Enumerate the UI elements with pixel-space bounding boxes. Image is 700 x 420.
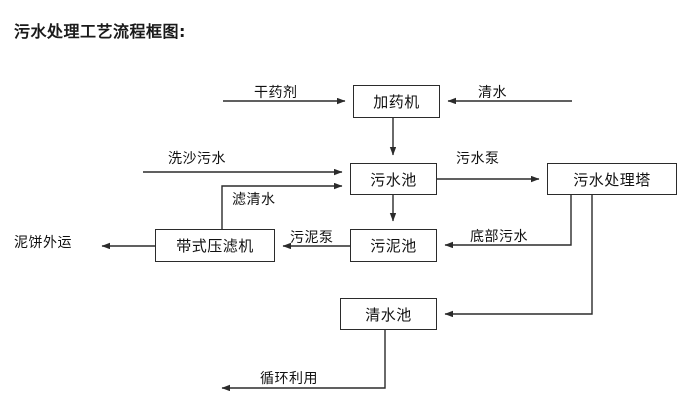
node-label: 带式压滤机 — [176, 237, 254, 255]
edge-label-bottom-sewage: 底部污水 — [470, 229, 528, 245]
edge-label-filtrate-water: 滤清水 — [232, 192, 276, 208]
node-label: 污水处理塔 — [573, 170, 651, 189]
page-title: 污水处理工艺流程框图: — [14, 22, 186, 41]
terminal-label-mud-cake-transport: 泥饼外运 — [14, 235, 72, 251]
node-clear-water-pool[interactable]: 清水池 — [340, 298, 437, 330]
node-sludge-pool[interactable]: 污泥池 — [350, 229, 437, 262]
node-treatment-tower[interactable]: 污水处理塔 — [547, 163, 677, 195]
node-belt-filter-press[interactable]: 带式压滤机 — [155, 229, 275, 262]
terminal-label-dry-agent: 干药剂 — [254, 85, 298, 101]
terminal-label-wash-sand-sewage: 洗沙污水 — [168, 151, 226, 167]
edge-tower-to-sludge-pool — [444, 195, 572, 249]
node-label: 清水池 — [365, 305, 412, 324]
edge-label-sewage-pump: 污水泵 — [456, 151, 500, 167]
edge-filtrate-to-sewage-pool — [221, 182, 343, 229]
node-sewage-pool[interactable]: 污水池 — [350, 163, 437, 195]
edge-tower-to-clear-pool — [444, 195, 593, 318]
edge-label-recycle-use: 循环利用 — [260, 371, 318, 387]
edge-clear-pool-to-recycle — [221, 330, 386, 392]
node-label: 加药机 — [373, 93, 420, 111]
node-label: 污泥池 — [370, 237, 417, 255]
node-label: 污水池 — [370, 170, 417, 189]
node-dosing-machine[interactable]: 加药机 — [353, 85, 440, 118]
edge-label-sludge-pump: 污泥泵 — [290, 230, 334, 246]
terminal-label-clean-water: 清水 — [478, 85, 507, 101]
